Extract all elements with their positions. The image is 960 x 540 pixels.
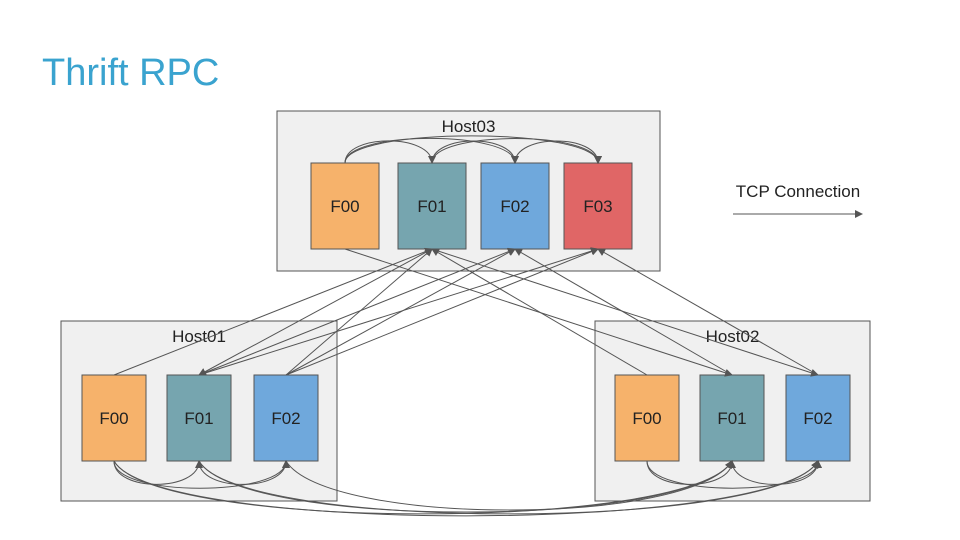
host02-f01-label: F01	[717, 409, 746, 428]
host01-node-f01: F01	[166, 374, 232, 462]
connection-host01-f02-to-host03-f02	[285, 248, 516, 376]
connection-host02-f00-to-host02-f01	[646, 460, 736, 485]
host02-f00-box	[614, 374, 680, 462]
slide-title: Thrift RPC	[42, 52, 220, 94]
connection-host03-f02-to-host03-f03	[514, 140, 602, 164]
connection-host01-f00-to-host01-f02	[113, 460, 290, 489]
connection-host02-f01-to-host02-f02	[731, 460, 822, 485]
connection-host01-f01-to-host03-f02	[198, 247, 516, 376]
host01-f01-label: F01	[184, 409, 213, 428]
host02-f02-box	[785, 374, 851, 462]
host01-label: Host01	[172, 327, 226, 346]
connection-host01-f02-to-host03-f01	[285, 248, 433, 376]
host02-f02-label: F02	[803, 409, 832, 428]
host01-node-f00: F00	[81, 374, 147, 462]
host03-node-f03: F03	[563, 162, 633, 250]
connection-host03-f01-to-host03-f03	[431, 138, 602, 164]
connection-host01-f00-to-host01-f01	[113, 460, 203, 485]
host03-f03-label: F03	[583, 197, 612, 216]
connections-layer	[113, 135, 822, 517]
host02-node-f01: F01	[699, 374, 765, 462]
connection-host03-f01-to-host02-f02	[431, 248, 819, 377]
connection-host03-f00-to-host03-f02	[344, 137, 519, 164]
legend-label: TCP Connection	[736, 182, 860, 201]
connection-host01-f00-to-host03-f01	[113, 247, 433, 376]
connection-host02-f00-to-host02-f02	[646, 460, 822, 489]
host03-node-f01: F01	[397, 162, 467, 250]
host03-f02-label: F02	[500, 197, 529, 216]
host03-f00-label: F00	[330, 197, 359, 216]
host03-f01-box	[397, 162, 467, 250]
connection-host01-f01-to-host01-f02	[198, 460, 290, 485]
host01-node-f02: F02	[253, 374, 319, 462]
host01-f01-box	[166, 374, 232, 462]
connection-host03-f00-to-host03-f03	[344, 135, 602, 164]
connection-host01-f01-to-host03-f03	[198, 247, 599, 376]
host01-f02-label: F02	[271, 409, 300, 428]
connection-host01-f01-to-host02-f01	[198, 460, 733, 513]
host02-label: Host02	[706, 327, 760, 346]
connection-host01-f02-to-host03-f03	[285, 247, 599, 376]
host03-label: Host03	[442, 117, 496, 136]
connection-host02-f02-to-host03-f03	[597, 248, 819, 376]
connection-host03-f01-to-host01-f01	[198, 248, 433, 376]
host03-node-f00: F00	[310, 162, 380, 250]
connection-host03-f00-to-host02-f01	[344, 248, 733, 377]
host01-f02-box	[253, 374, 319, 462]
host02-node-f00: F00	[614, 374, 680, 462]
host03-node-f02: F02	[480, 162, 550, 250]
host03-f01-label: F01	[417, 197, 446, 216]
connection-host01-f00-to-host02-f02	[113, 460, 819, 517]
host02-node-f02: F02	[785, 374, 851, 462]
host01-f00-label: F00	[99, 409, 128, 428]
legend: TCP Connection	[733, 182, 863, 218]
host02-f00-label: F00	[632, 409, 661, 428]
host01-f00-box	[81, 374, 147, 462]
